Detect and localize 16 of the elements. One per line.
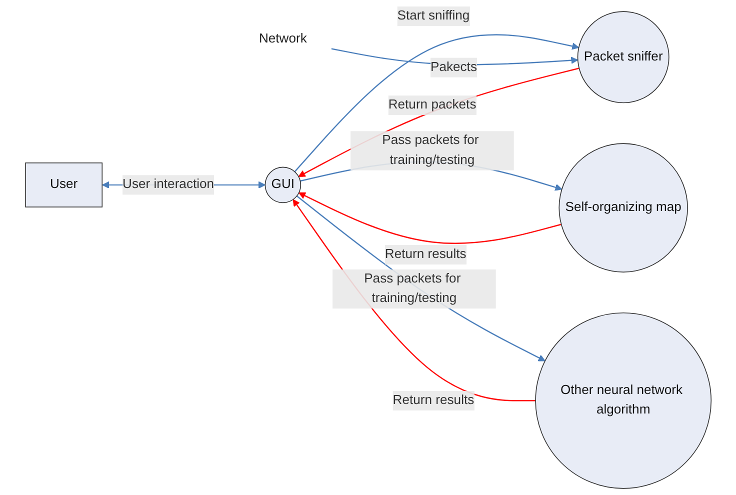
node-circle: Packet sniffer	[577, 11, 669, 104]
edge-label: Return packets	[388, 98, 476, 112]
node-circle: Self-organizing map	[558, 143, 688, 272]
node-circle: Other neural network algorithm	[534, 312, 712, 489]
edge-label: Start sniffing	[396, 8, 470, 23]
node-text: Network	[258, 32, 307, 46]
arrow	[296, 195, 546, 362]
edge-label: Pakects	[430, 60, 477, 74]
edge-label: User interaction	[122, 178, 214, 192]
edge-label: Pass packets for training/testing	[382, 134, 478, 168]
edge-label: Return results	[384, 247, 466, 262]
node-box: User	[24, 162, 102, 208]
edge-label: Pass packets for training/testing	[364, 272, 460, 306]
arrow	[298, 192, 562, 244]
node-circle: GUI	[264, 166, 301, 204]
edge-label: Return results	[392, 393, 474, 408]
